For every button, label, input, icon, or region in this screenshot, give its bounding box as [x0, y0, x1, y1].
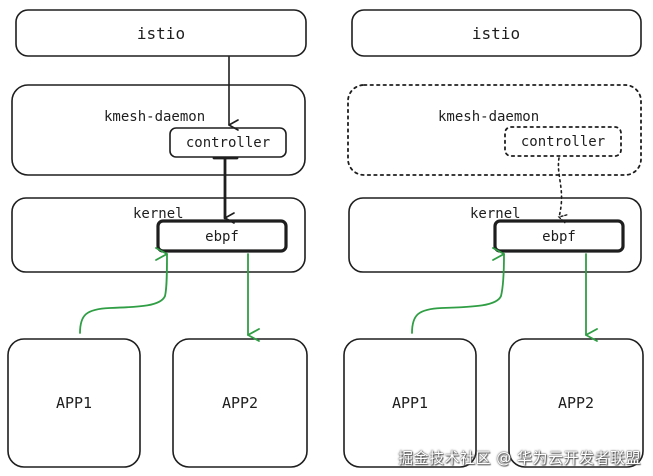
left-daemon-label: kmesh-daemon: [104, 109, 205, 125]
left-app2-box: [172, 338, 308, 468]
right-app2-label: APP2: [558, 394, 594, 412]
right-ebpf-label: ebpf: [542, 229, 576, 245]
left-diagram: istio kmesh-daemon controller kernel ebp…: [7, 9, 308, 468]
left-arrow-controller-to-ebpf: [212, 156, 239, 218]
left-controller-label: controller: [186, 135, 270, 151]
right-app2-box: [508, 338, 644, 468]
left-app2-label: APP2: [222, 394, 258, 412]
left-app1-box: [7, 338, 141, 468]
watermark-text: 掘金技术社区 @ 华为云开发者联盟: [397, 449, 641, 467]
right-daemon-label: kmesh-daemon: [438, 109, 539, 125]
left-kernel-label: kernel: [133, 206, 184, 222]
right-app1-box: [343, 338, 477, 468]
left-arrow-app1-to-ebpf: [79, 247, 168, 334]
left-ebpf-label: ebpf: [205, 229, 239, 245]
right-controller-box: [504, 126, 622, 157]
right-istio-box: [351, 9, 642, 57]
left-istio-box: [15, 9, 307, 57]
left-istio-label: istio: [137, 24, 185, 43]
right-kernel-label: kernel: [470, 206, 521, 222]
right-app1-label: APP1: [392, 394, 428, 412]
right-controller-label: controller: [521, 134, 605, 150]
right-diagram: istio kmesh-daemon controller kernel ebp…: [343, 9, 644, 468]
right-arrow-app1-to-ebpf: [411, 247, 505, 334]
left-app1-label: APP1: [56, 394, 92, 412]
right-istio-label: istio: [472, 24, 520, 43]
